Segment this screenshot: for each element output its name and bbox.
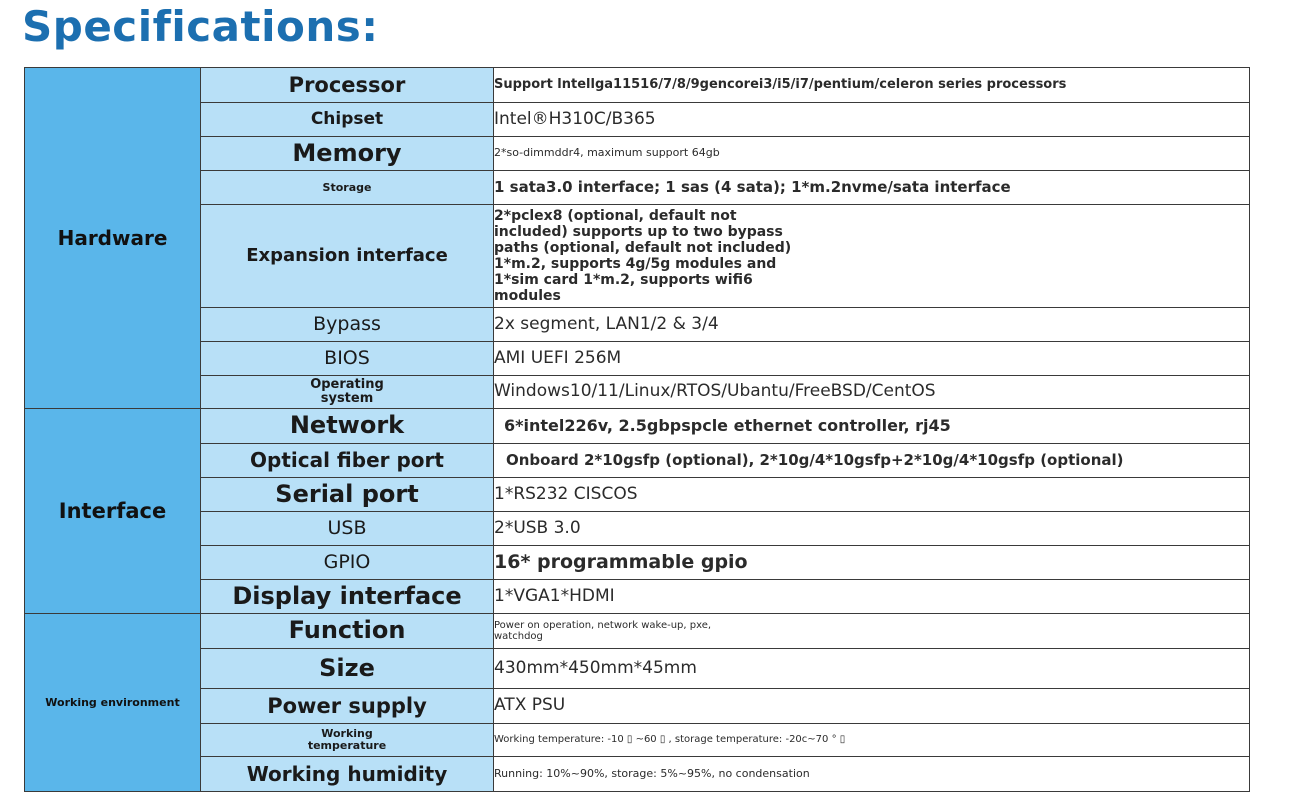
table-row: Hardware Processor Support lntellga11516…	[24, 67, 1250, 409]
label-bypass: Bypass	[200, 307, 494, 342]
value-serial-port: 1*RS232 CISCOS	[493, 477, 1250, 512]
value-chipset: Intel®H310C/B365	[493, 102, 1250, 137]
label-gpio: GPIO	[200, 545, 494, 580]
table-row: Expansion interface 2*pclex8 (optional, …	[25, 204, 1250, 308]
group-hardware: Hardware	[24, 67, 201, 409]
table-row: USB 2*USB 3.0	[25, 511, 1250, 546]
label-storage: Storage	[200, 170, 494, 205]
value-bios: AMI UEFI 256M	[493, 341, 1250, 376]
table-row: Working humidity Running: 10%~90%, stora…	[25, 756, 1250, 792]
value-bypass: 2x segment, LAN1/2 & 3/4	[493, 307, 1250, 342]
table-row: Operating system Windows10/11/Linux/RTOS…	[25, 375, 1250, 409]
table-row: Size 430mm*450mm*45mm	[25, 648, 1250, 689]
label-working-temperature: Working temperature	[200, 723, 494, 757]
label-serial-port: Serial port	[200, 477, 494, 512]
value-usb: 2*USB 3.0	[493, 511, 1250, 546]
value-working-temperature: Working temperature: -10 ▯ ~60 ▯ , stora…	[493, 723, 1250, 757]
table-row: Serial port 1*RS232 CISCOS	[25, 477, 1250, 512]
value-network: 6*intel226v, 2.5gbpspcle ethernet contro…	[493, 408, 1250, 444]
value-function: Power on operation, network wake-up, pxe…	[493, 613, 1250, 649]
label-processor: Processor	[200, 67, 494, 103]
table-row: Chipset Intel®H310C/B365	[25, 102, 1250, 137]
value-expansion-interface: 2*pclex8 (optional, default not included…	[493, 204, 1250, 308]
table-row: Working temperature Working temperature:…	[25, 723, 1250, 757]
label-memory: Memory	[200, 136, 494, 171]
label-optical-fiber-port: Optical fiber port	[200, 443, 494, 478]
table-row: GPIO 16* programmable gpio	[25, 545, 1250, 580]
table-row: Power supply ATX PSU	[25, 688, 1250, 724]
label-network: Network	[200, 408, 494, 444]
value-power-supply: ATX PSU	[493, 688, 1250, 724]
table-row: Working environment Function Power on op…	[24, 613, 1250, 792]
value-memory: 2*so-dimmddr4, maximum support 64gb	[493, 136, 1250, 171]
label-operating-system: Operating system	[200, 375, 494, 409]
table-row: Interface Network 6*intel226v, 2.5gbpspc…	[24, 408, 1250, 614]
value-processor: Support lntellga11516/7/8/9gencorei3/i5/…	[493, 67, 1250, 103]
value-optical-fiber-port: Onboard 2*10gsfp (optional), 2*10g/4*10g…	[493, 443, 1250, 478]
label-display-interface: Display interface	[200, 579, 494, 614]
table-row: BIOS AMI UEFI 256M	[25, 341, 1250, 376]
label-chipset: Chipset	[200, 102, 494, 137]
table-row: Bypass 2x segment, LAN1/2 & 3/4	[25, 307, 1250, 342]
value-operating-system: Windows10/11/Linux/RTOS/Ubantu/FreeBSD/C…	[493, 375, 1250, 409]
label-function: Function	[200, 613, 494, 649]
value-storage: 1 sata3.0 interface; 1 sas (4 sata); 1*m…	[493, 170, 1250, 205]
table-row: Memory 2*so-dimmddr4, maximum support 64…	[25, 136, 1250, 171]
table-row: Storage 1 sata3.0 interface; 1 sas (4 sa…	[25, 170, 1250, 205]
label-expansion-interface: Expansion interface	[200, 204, 494, 308]
group-interface: Interface	[24, 408, 201, 614]
label-size: Size	[200, 648, 494, 689]
value-gpio: 16* programmable gpio	[493, 545, 1250, 580]
label-usb: USB	[200, 511, 494, 546]
label-power-supply: Power supply	[200, 688, 494, 724]
table-row: Display interface 1*VGA1*HDMI	[25, 579, 1250, 614]
page-title: Specifications:	[22, 2, 379, 51]
group-working-environment: Working environment	[24, 613, 201, 792]
label-working-humidity: Working humidity	[200, 756, 494, 792]
specifications-table: Hardware Processor Support lntellga11516…	[24, 67, 1250, 792]
value-size: 430mm*450mm*45mm	[493, 648, 1250, 689]
table-row: Optical fiber port Onboard 2*10gsfp (opt…	[25, 443, 1250, 478]
value-working-humidity: Running: 10%~90%, storage: 5%~95%, no co…	[493, 756, 1250, 792]
value-display-interface: 1*VGA1*HDMI	[493, 579, 1250, 614]
label-bios: BIOS	[200, 341, 494, 376]
